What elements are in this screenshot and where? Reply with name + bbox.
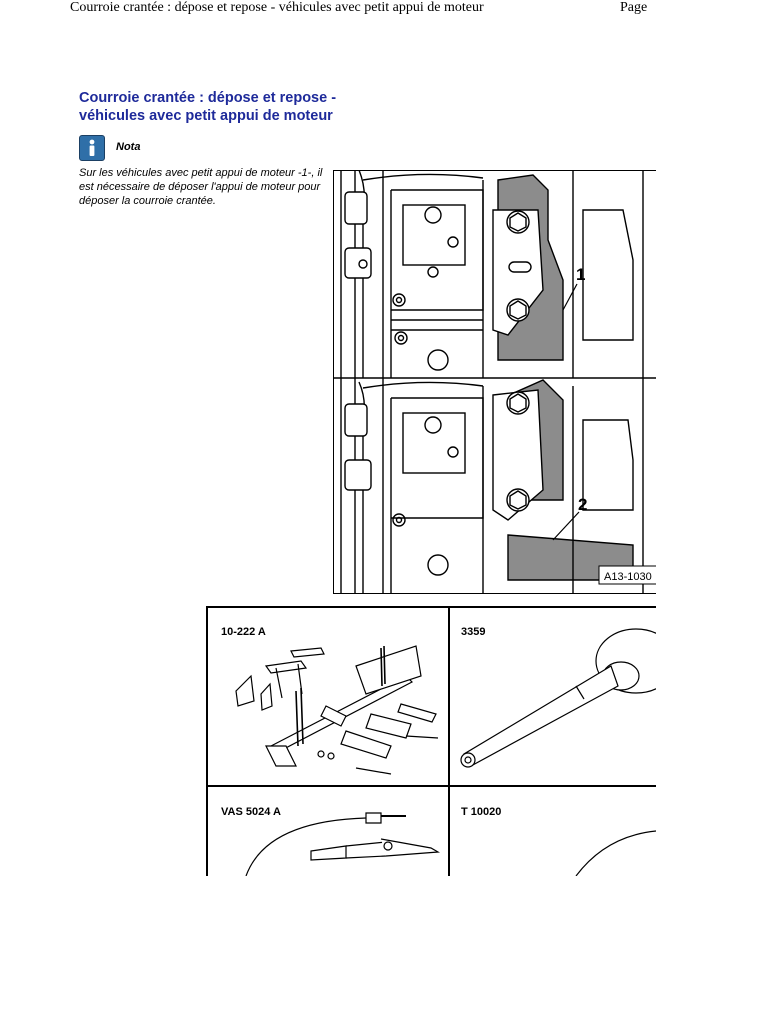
tool-3359-drawing — [460, 628, 656, 768]
upper-view — [340, 170, 644, 378]
callout-1: 1 — [576, 265, 585, 284]
page-title: Courroie crantée : dépose et repose - vé… — [79, 90, 337, 124]
figure-reference: A13-1030 — [604, 571, 652, 583]
tool-t10020-drawing — [575, 830, 656, 876]
print-header-page: Page — [620, 0, 648, 15]
tool-10-222a-drawing — [235, 645, 439, 775]
callout-2: 2 — [578, 495, 587, 514]
tool-code-3359: 3359 — [461, 626, 486, 638]
tool-code-10-222a: 10-222 A — [221, 626, 266, 638]
tool-vas-5024a-drawing — [245, 812, 440, 876]
note-label: Nota — [116, 141, 141, 153]
print-header: Courroie crantée : dépose et repose - vé… — [0, 0, 768, 20]
note-text: Sur les véhicules avec petit appui de mo… — [79, 167, 323, 207]
tool-code-vas-5024a: VAS 5024 A — [221, 806, 281, 818]
tool-code-t10020: T 10020 — [461, 806, 502, 818]
special-tools-table: 10-222 A 3359 VAS 5024 A T 10020 — [206, 606, 656, 876]
engine-mount-figure: 1 2 — [333, 170, 656, 594]
print-header-title: Courroie crantée : dépose et repose - vé… — [70, 0, 484, 15]
info-icon — [79, 135, 105, 161]
